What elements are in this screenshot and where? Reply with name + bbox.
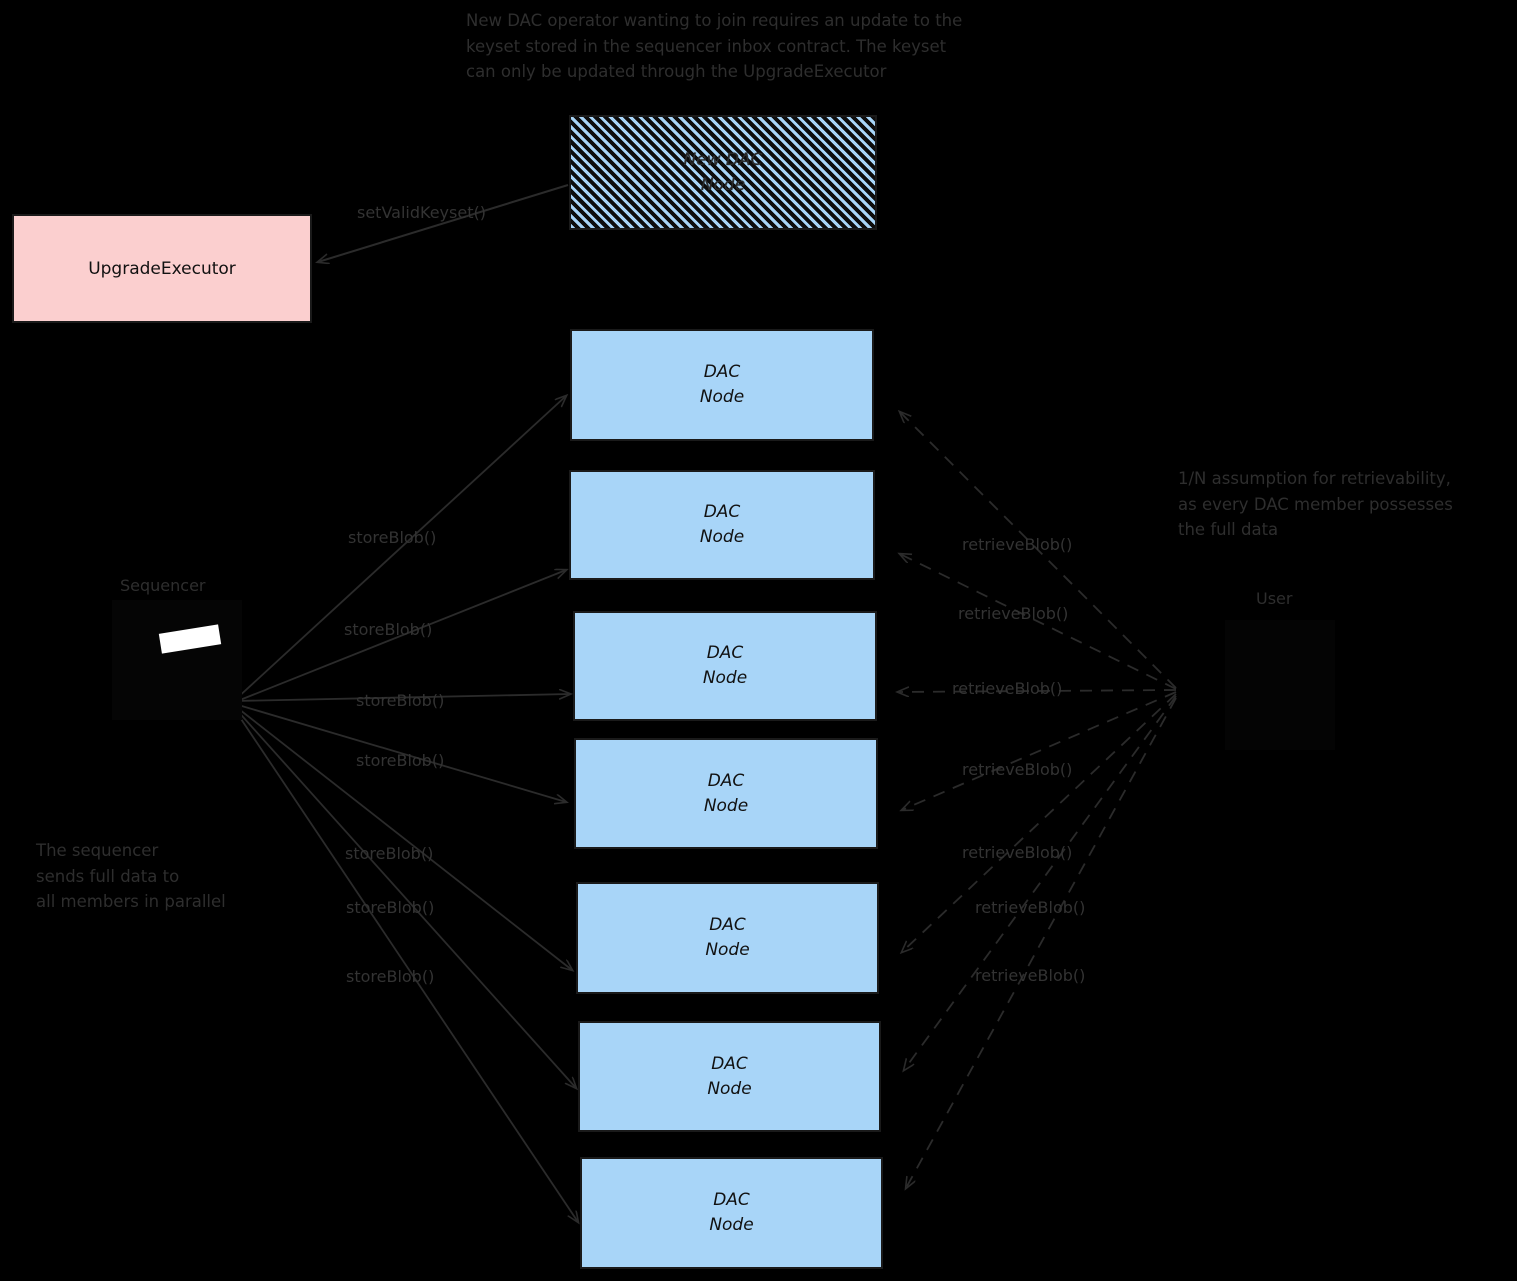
dac-node-3-label-line1: DAC (706, 643, 744, 664)
edge-retrieve-blob-3 (898, 690, 1177, 692)
edge-store-blob-5 (234, 705, 572, 970)
edge-retrieve-blob-2 (900, 554, 1177, 690)
edge-label-store-blob-6: storeBlob() (346, 898, 435, 917)
dac-node-4-label-line1: DAC (707, 770, 745, 791)
note-left: The sequencer sends full data to all mem… (36, 841, 226, 912)
sequencer-label: Sequencer (120, 576, 206, 595)
upgrade-executor-box[interactable]: UpgradeExecutor (12, 214, 312, 323)
edge-store-blob-3 (234, 694, 570, 702)
edge-store-blob-4 (234, 703, 566, 802)
edge-store-blob-1 (234, 396, 566, 701)
user-icon[interactable] (1225, 620, 1335, 750)
edge-label-retrieve-blob-4: retrieveBlob() (962, 760, 1073, 779)
dac-node-2-label-line2: Node (699, 527, 745, 547)
edge-label-retrieve-blob-5: retrieveBlob() (962, 843, 1073, 862)
edge-store-blob-7 (234, 709, 578, 1222)
dac-node-7-label-line1: DAC (713, 1190, 750, 1211)
edge-label-store-blob-2: storeBlob() (344, 620, 433, 639)
dac-node-5-label-line1: DAC (709, 915, 746, 936)
dac-node-4-label-line2: Node (703, 795, 749, 816)
dac-node-1-label-line1: DAC (703, 362, 741, 383)
note-right: 1/N assumption for retrievability, as ev… (1178, 469, 1453, 540)
dac-node-7-label-line2: Node (709, 1215, 754, 1235)
edge-retrieve-blob-7 (906, 697, 1177, 1188)
edge-store-blob-6 (234, 707, 576, 1088)
new-dac-node-label-line2: Node (700, 174, 746, 195)
edge-label-store-blob-7: storeBlob() (346, 967, 435, 986)
edge-label-store-blob-3: storeBlob() (356, 691, 445, 710)
dac-node-7[interactable]: DAC Node (580, 1157, 883, 1269)
dac-node-5[interactable]: DAC Node (576, 882, 879, 994)
edge-label-set-valid-keyset: setValidKeyset() (357, 203, 486, 222)
dac-node-2[interactable]: DAC Node (569, 470, 875, 580)
sequencer-icon-body (112, 600, 242, 720)
edge-label-retrieve-blob-6: retrieveBlob() (975, 898, 1086, 917)
dac-node-3[interactable]: DAC Node (573, 611, 877, 721)
edge-store-blob-2 (234, 570, 566, 703)
dac-node-5-label-line2: Node (705, 940, 750, 960)
dac-node-2-label-line1: DAC (703, 502, 741, 523)
dac-node-3-label-line2: Node (702, 668, 748, 688)
edge-retrieve-blob-4 (902, 691, 1177, 810)
edge-retrieve-blob-6 (904, 695, 1177, 1070)
edge-set-valid-keyset (318, 184, 569, 262)
edge-label-store-blob-5: storeBlob() (345, 844, 434, 863)
dac-node-6-label-line2: Node (707, 1078, 752, 1099)
dac-node-6-label-line1: DAC (711, 1053, 748, 1074)
edge-label-store-blob-1: storeBlob() (348, 528, 437, 547)
user-label: User (1256, 589, 1293, 608)
edge-label-retrieve-blob-7: retrieveBlob() (975, 966, 1086, 985)
dac-node-4[interactable]: DAC Node (574, 738, 878, 849)
edge-retrieve-blob-1 (900, 412, 1177, 689)
edge-label-retrieve-blob-3: retrieveBlob() (952, 679, 1063, 698)
edge-label-retrieve-blob-1: retrieveBlob() (962, 535, 1073, 554)
sequencer-icon[interactable] (112, 600, 242, 720)
new-dac-node-label-line1: New DAC (683, 149, 763, 170)
upgrade-executor-label: UpgradeExecutor (88, 258, 236, 279)
dac-node-1[interactable]: DAC Node (570, 329, 874, 441)
dac-node-6[interactable]: DAC Node (578, 1021, 881, 1132)
new-dac-node-box[interactable]: New DAC Node (569, 115, 877, 230)
note-top: New DAC operator wanting to join require… (466, 11, 963, 82)
edge-label-retrieve-blob-2: retrieveBlob() (958, 604, 1069, 623)
dac-node-1-label-line2: Node (699, 387, 745, 407)
edge-label-store-blob-4: storeBlob() (356, 751, 445, 770)
